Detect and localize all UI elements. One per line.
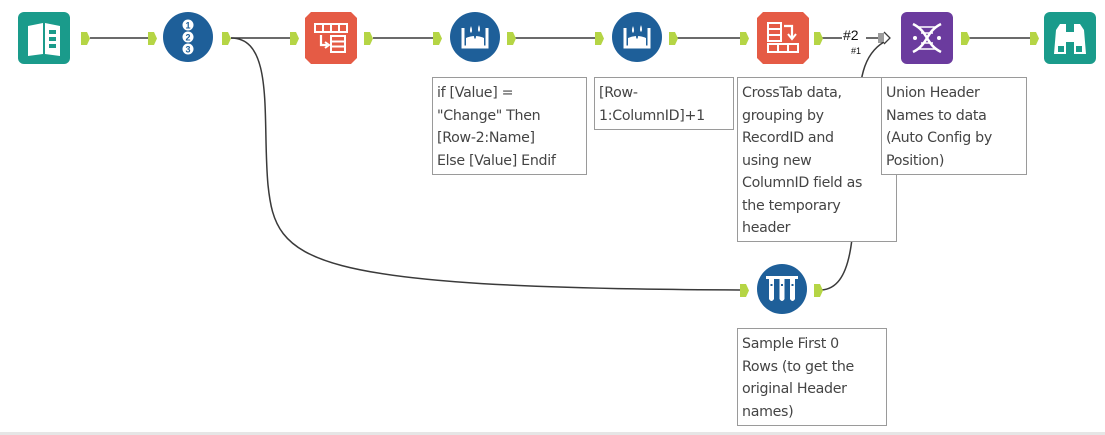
- test-tubes-icon: [757, 264, 807, 314]
- input-tool[interactable]: [18, 12, 70, 64]
- svg-text:2: 2: [185, 33, 190, 43]
- sample-input-anchor[interactable]: [740, 284, 749, 297]
- transpose-icon: [305, 12, 357, 64]
- formula-flask-icon: [450, 12, 500, 62]
- formula-2-annotation: [Row- 1:ColumnID]+1: [594, 77, 734, 130]
- svg-text:1: 1: [185, 21, 190, 31]
- formula-flask-icon: [612, 12, 662, 62]
- record-id-tool[interactable]: 1 2 3: [162, 11, 214, 63]
- formula1-input-anchor[interactable]: [433, 32, 442, 45]
- transpose-tool[interactable]: [305, 12, 357, 64]
- union-annotation: Union Header Names to data (Auto Config …: [881, 77, 1027, 175]
- recordid-input-anchor[interactable]: [148, 32, 157, 45]
- union-input-2-label: #2: [843, 27, 859, 43]
- sample-tool[interactable]: [756, 263, 808, 315]
- crosstab-icon: [757, 12, 809, 64]
- recordid-output-anchor[interactable]: [222, 32, 231, 45]
- formula-1-tool[interactable]: [449, 11, 501, 63]
- union-input-1-label: #1: [851, 46, 862, 56]
- formula2-output-anchor[interactable]: [669, 32, 678, 45]
- union-output-anchor[interactable]: [961, 32, 970, 45]
- connection-recordid-sample: [230, 37, 741, 291]
- dna-icon: [901, 12, 953, 64]
- crosstab-annotation: CrossTab data, grouping by RecordID and …: [737, 77, 897, 242]
- browse-tool[interactable]: [1044, 12, 1096, 64]
- numbered-circles-icon: 1 2 3: [163, 12, 213, 62]
- crosstab-tool[interactable]: [757, 12, 809, 64]
- formula-2-tool[interactable]: [611, 11, 663, 63]
- book-icon: [18, 12, 70, 64]
- svg-text:3: 3: [185, 45, 190, 55]
- sample-annotation: Sample First 0 Rows (to get the original…: [737, 328, 887, 426]
- sample-output-anchor[interactable]: [814, 284, 823, 297]
- crosstab-input-anchor[interactable]: [740, 32, 749, 45]
- input-output-anchor[interactable]: [81, 32, 90, 45]
- crosstab-output-anchor[interactable]: [814, 32, 823, 45]
- formula2-input-anchor[interactable]: [595, 32, 604, 45]
- union-input-arrow-icon: [878, 31, 891, 45]
- browse-input-anchor[interactable]: [1030, 32, 1039, 45]
- union-tool[interactable]: [901, 12, 953, 64]
- transpose-input-anchor[interactable]: [290, 32, 299, 45]
- canvas-bottom-scrollbar[interactable]: [0, 432, 1105, 435]
- transpose-output-anchor[interactable]: [364, 32, 373, 45]
- formula1-output-anchor[interactable]: [507, 32, 516, 45]
- binoculars-icon: [1044, 12, 1096, 64]
- formula-1-annotation: if [Value] = "Change" Then [Row-2:Name] …: [432, 77, 587, 175]
